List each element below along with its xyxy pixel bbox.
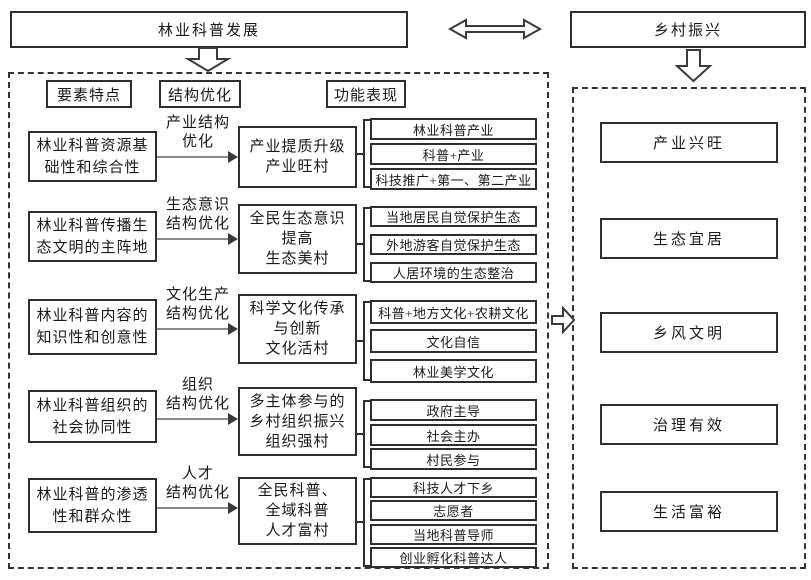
- bracket: [363, 400, 372, 468]
- down-arrow-icon: [674, 49, 713, 83]
- outcome-box: 科普+地方文化+农耕文化: [370, 300, 537, 324]
- feature-box-content: 林业科普内容的 知识性和创意性: [28, 299, 157, 355]
- double-arrow-icon: [447, 18, 543, 40]
- function-box-talent: 全民科普、 全域科普 人才富村: [238, 477, 357, 545]
- feature-text: 林业科普传播生: [36, 217, 149, 234]
- right-arrow-icon: [157, 151, 238, 163]
- bracket: [363, 119, 372, 188]
- column-header-label: 结构优化: [167, 87, 232, 104]
- right-arrow-icon: [157, 233, 238, 245]
- feature-text: 林业科普的渗透: [36, 486, 149, 503]
- right-arrow-icon: [157, 413, 238, 425]
- elements-structure-function-panel: [8, 72, 549, 569]
- outcome-box: 人居环境的生态整治: [370, 262, 537, 283]
- goal-box-effective-governance: 治理有效: [600, 404, 778, 445]
- feature-box-ecological-civilization: 林业科普传播生 态文明的主阵地: [28, 211, 157, 262]
- column-header-element-features: 要素特点: [46, 80, 132, 108]
- revitalization-goals-panel: [572, 87, 806, 569]
- outcome-box: 科技人才下乡: [370, 477, 537, 498]
- feature-text: 知识性和创意性: [36, 330, 149, 346]
- outcome-box: 创业孵化科普达人: [370, 547, 537, 568]
- function-box-industry: 产业提质升级 产业旺村: [238, 126, 357, 188]
- outcome-box: 志愿者: [370, 500, 537, 521]
- outcome-box: 当地居民自觉保护生态: [370, 206, 537, 227]
- forestry-science-development-box: 林业科普发展: [10, 11, 408, 48]
- arrow-label-industry-structure: 产业结构 优化: [165, 115, 230, 150]
- arrow-label-talent: 人才 结构优化: [165, 466, 230, 501]
- outcome-box: 科普+产业: [370, 143, 537, 165]
- connector-line: [357, 243, 364, 245]
- outcome-box: 社会主办: [370, 424, 537, 446]
- outcome-box: 科技推广+第一、第二产业: [370, 168, 537, 190]
- column-header-structure-optimization: 结构优化: [159, 80, 241, 108]
- goal-box-civilized-rural-customs: 乡风文明: [600, 312, 778, 353]
- feature-text: 态文明的主阵地: [36, 239, 149, 256]
- column-header-label: 功能表现: [333, 87, 398, 104]
- outcome-box: 林业科普产业: [370, 118, 537, 140]
- goal-box-thriving-industry: 产业兴旺: [600, 122, 778, 163]
- column-header-label: 要素特点: [56, 87, 121, 104]
- function-box-organization: 多主体参与的 乡村组织振兴 组织强村: [238, 387, 357, 456]
- function-box-ecology: 全民生态意识 提高 生态美村: [238, 204, 357, 274]
- feature-text: 础性和综合性: [44, 159, 141, 176]
- connector-line: [357, 521, 364, 523]
- arrow-label-organization: 组织 结构优化: [165, 377, 230, 412]
- feature-box-resources: 林业科普资源基 础性和综合性: [28, 131, 157, 182]
- feature-box-organization: 林业科普组织的 社会协同性: [28, 390, 157, 443]
- connector-line: [357, 340, 364, 342]
- arrow-label-cultural-production: 文化生产 结构优化: [165, 287, 230, 322]
- arrow-label-eco-awareness: 生态意识 结构优化: [165, 197, 230, 232]
- right-arrow-icon: [157, 323, 238, 335]
- column-header-function-performance: 功能表现: [326, 80, 406, 108]
- outcome-box: 政府主导: [370, 399, 537, 421]
- rural-revitalization-label: 乡村振兴: [653, 23, 722, 39]
- connector-line: [357, 433, 364, 435]
- feature-text: 社会协同性: [52, 419, 133, 436]
- bracket: [363, 301, 372, 381]
- feature-text: 林业科普资源基: [36, 137, 149, 154]
- bracket: [363, 207, 372, 282]
- feature-text: 林业科普组织的: [36, 397, 149, 414]
- goal-box-livable-ecology: 生态宜居: [600, 218, 778, 259]
- outcome-box: 林业美学文化: [370, 359, 537, 383]
- right-arrow-icon: [157, 502, 238, 514]
- outcome-box: 文化自信: [370, 329, 537, 353]
- function-box-culture: 科学文化传承 与创新 文化活村: [238, 294, 357, 364]
- outcome-box: 当地科普导师: [370, 524, 537, 545]
- feature-box-penetration: 林业科普的渗透 性和群众性: [28, 478, 157, 533]
- outcome-box: 外地游客自觉保护生态: [370, 234, 537, 255]
- feature-text: 林业科普内容的: [36, 308, 149, 324]
- bracket: [363, 478, 372, 567]
- goal-box-prosperous-life: 生活富裕: [600, 491, 778, 532]
- down-arrow-icon: [184, 47, 232, 73]
- rural-revitalization-box: 乡村振兴: [570, 11, 806, 48]
- forestry-science-development-label: 林业科普发展: [157, 23, 260, 39]
- connector-line: [357, 153, 364, 155]
- feature-text: 性和群众性: [52, 508, 133, 525]
- right-arrow-icon: [551, 305, 576, 335]
- outcome-box: 村民参与: [370, 448, 537, 470]
